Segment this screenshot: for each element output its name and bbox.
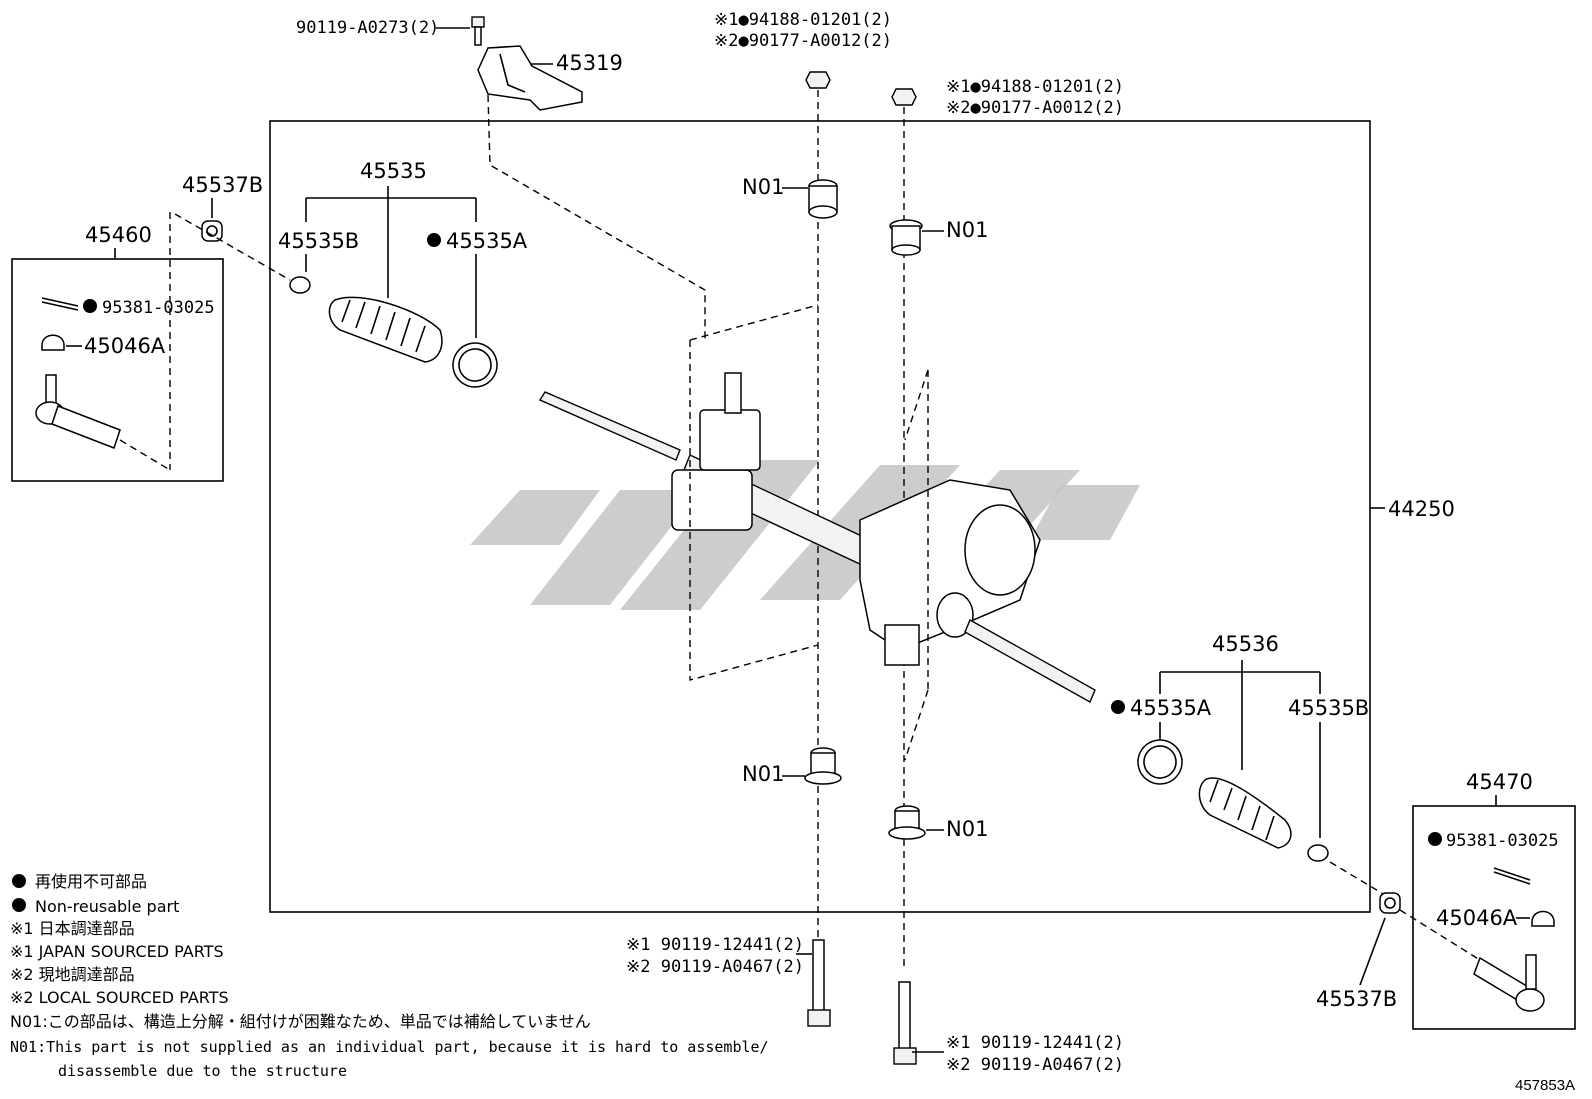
- right-tie-rod-end-icon: [1473, 954, 1545, 1012]
- n01-bushing-bottom-right-icon: [888, 805, 926, 840]
- right-band-non-reusable-dot: [1111, 700, 1125, 714]
- right-clamp-part-number[interactable]: 45535B: [1288, 696, 1369, 720]
- left-clamp-part-number[interactable]: 45535B: [278, 229, 359, 253]
- left-tie-rod-end-box: [11, 258, 224, 482]
- right-cotter-pin-icon: [1493, 867, 1531, 885]
- left-tie-rod-end-icon: [35, 374, 121, 449]
- figure-code: 457853A: [1515, 1077, 1575, 1094]
- left-nut-part-number[interactable]: 45046A: [84, 334, 166, 358]
- legend-dot-jp: [12, 874, 26, 888]
- n01-bushing-top-right-icon: [889, 219, 923, 256]
- left-boot-icon: [328, 296, 443, 363]
- right-boot-set-part-number[interactable]: 45536: [1212, 632, 1279, 656]
- n01-label-bottom-left[interactable]: N01: [742, 762, 784, 786]
- legend-dot-en: [12, 898, 26, 912]
- right-boot-icon: [1198, 777, 1292, 849]
- bottom-bolt-right-line2[interactable]: ※2 90119-A0467(2): [946, 1055, 1124, 1075]
- left-nut-icon: [41, 334, 65, 351]
- steering-rack-icon: [538, 372, 1096, 703]
- assembly-frame: [269, 120, 1371, 913]
- right-clamp-icon: [1307, 844, 1329, 862]
- legend: 再使用不可部品 Non-reusable part ※1 日本調達部品 ※1 J…: [10, 872, 769, 1080]
- left-cotter-pin-part-number[interactable]: 95381-03025: [102, 298, 215, 318]
- legend-local-jp: ※2 現地調達部品: [10, 965, 135, 984]
- right-bushing-part-number[interactable]: 45537B: [1316, 987, 1397, 1011]
- legend-non-reusable-jp: 再使用不可部品: [35, 872, 147, 891]
- n01-label-top-right[interactable]: N01: [946, 218, 988, 242]
- left-tie-rod-end-part-number[interactable]: 45460: [85, 223, 152, 247]
- top-bolt-part-number[interactable]: 90119-A0273(2): [296, 18, 439, 38]
- top-bolt-icon: [471, 16, 485, 46]
- nut-left-part-line1[interactable]: ※1●94188-01201(2): [714, 10, 892, 30]
- legend-n01-en2: disassemble due to the structure: [58, 1062, 347, 1080]
- assembly-part-number[interactable]: 44250: [1388, 497, 1455, 521]
- nut-right-part-line2[interactable]: ※2●90177-A0012(2): [946, 98, 1124, 118]
- legend-local-en: ※2 LOCAL SOURCED PARTS: [10, 988, 229, 1007]
- legend-n01-en1: N01:This part is not supplied as an indi…: [10, 1038, 769, 1056]
- left-boot-set-part-number[interactable]: 45535: [360, 159, 427, 183]
- right-band-icon: [1137, 739, 1183, 785]
- bottom-bolt-right-line1[interactable]: ※1 90119-12441(2): [946, 1033, 1124, 1053]
- n01-bushing-bottom-left-icon: [804, 747, 842, 785]
- right-nut-icon: [1531, 910, 1555, 927]
- left-band-icon: [452, 342, 498, 388]
- left-band-non-reusable-dot: [427, 233, 441, 247]
- n01-bushing-top-left-icon: [808, 179, 838, 219]
- left-bushing-part-number[interactable]: 45537B: [182, 173, 263, 197]
- bottom-bolt-left-icon: [807, 939, 831, 1027]
- bottom-bolt-right-icon: [893, 981, 917, 1065]
- right-cotter-pin-non-reusable-dot: [1428, 832, 1442, 846]
- bracket-part-number[interactable]: 45319: [556, 51, 623, 75]
- left-cotter-pin-non-reusable-dot: [83, 299, 97, 313]
- nut-left-part-line2[interactable]: ※2●90177-A0012(2): [714, 31, 892, 51]
- n01-label-bottom-right[interactable]: N01: [946, 817, 988, 841]
- right-cotter-pin-part-number[interactable]: 95381-03025: [1446, 831, 1559, 851]
- legend-non-reusable-en: Non-reusable part: [35, 897, 179, 916]
- nut-left-icon: [805, 71, 831, 89]
- right-tie-rod-end-part-number[interactable]: 45470: [1466, 770, 1533, 794]
- bottom-bolt-left-line1[interactable]: ※1 90119-12441(2): [626, 935, 804, 955]
- legend-japan-en: ※1 JAPAN SOURCED PARTS: [10, 942, 224, 961]
- bottom-bolt-left-line2[interactable]: ※2 90119-A0467(2): [626, 957, 804, 977]
- left-band-part-number[interactable]: 45535A: [446, 229, 528, 253]
- left-clamp-icon: [289, 276, 311, 294]
- n01-label-top-left[interactable]: N01: [742, 175, 784, 199]
- left-cotter-pin-icon: [41, 297, 79, 311]
- nut-right-part-line1[interactable]: ※1●94188-01201(2): [946, 77, 1124, 97]
- right-tie-rod-end-box: [1412, 805, 1576, 1030]
- right-band-part-number[interactable]: 45535A: [1130, 696, 1212, 720]
- bracket-icon: [477, 45, 583, 111]
- legend-n01-jp: N01:この部品は、構造上分解・組付けが困難なため、単品では補給していません: [10, 1012, 591, 1031]
- right-bushing-icon: [1379, 892, 1401, 914]
- right-nut-part-number[interactable]: 45046A: [1436, 906, 1518, 930]
- left-bushing-icon: [201, 220, 223, 242]
- nut-right-icon: [891, 88, 917, 106]
- legend-japan-jp: ※1 日本調達部品: [10, 919, 135, 938]
